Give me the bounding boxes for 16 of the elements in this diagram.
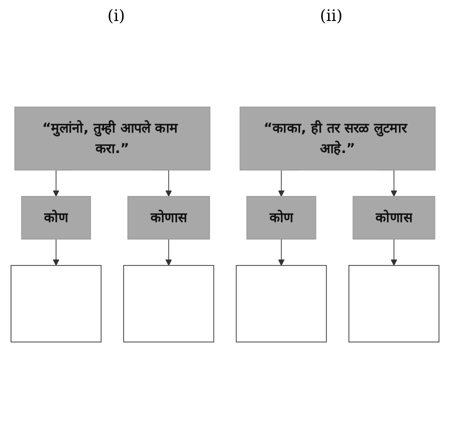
arrow bbox=[165, 239, 172, 266]
node-box: कोण bbox=[21, 196, 91, 240]
node-box: “काका, ही तर सरळ लुटमार आहे.” bbox=[240, 107, 436, 171]
node-box: कोण bbox=[246, 196, 316, 240]
node-box bbox=[236, 266, 327, 343]
node-box: “मुलांनो, तुम्ही आपले काम करा.” bbox=[14, 107, 210, 171]
node-box bbox=[123, 266, 214, 343]
part-label: (i) bbox=[107, 6, 126, 25]
node-box: कोणास bbox=[127, 196, 210, 240]
arrow bbox=[390, 239, 398, 266]
arrow bbox=[52, 239, 60, 266]
node-box bbox=[10, 266, 102, 343]
arrow bbox=[278, 239, 285, 266]
part-label: (ii) bbox=[320, 6, 343, 25]
node-box: कोणास bbox=[352, 196, 436, 240]
node-box bbox=[348, 266, 440, 343]
